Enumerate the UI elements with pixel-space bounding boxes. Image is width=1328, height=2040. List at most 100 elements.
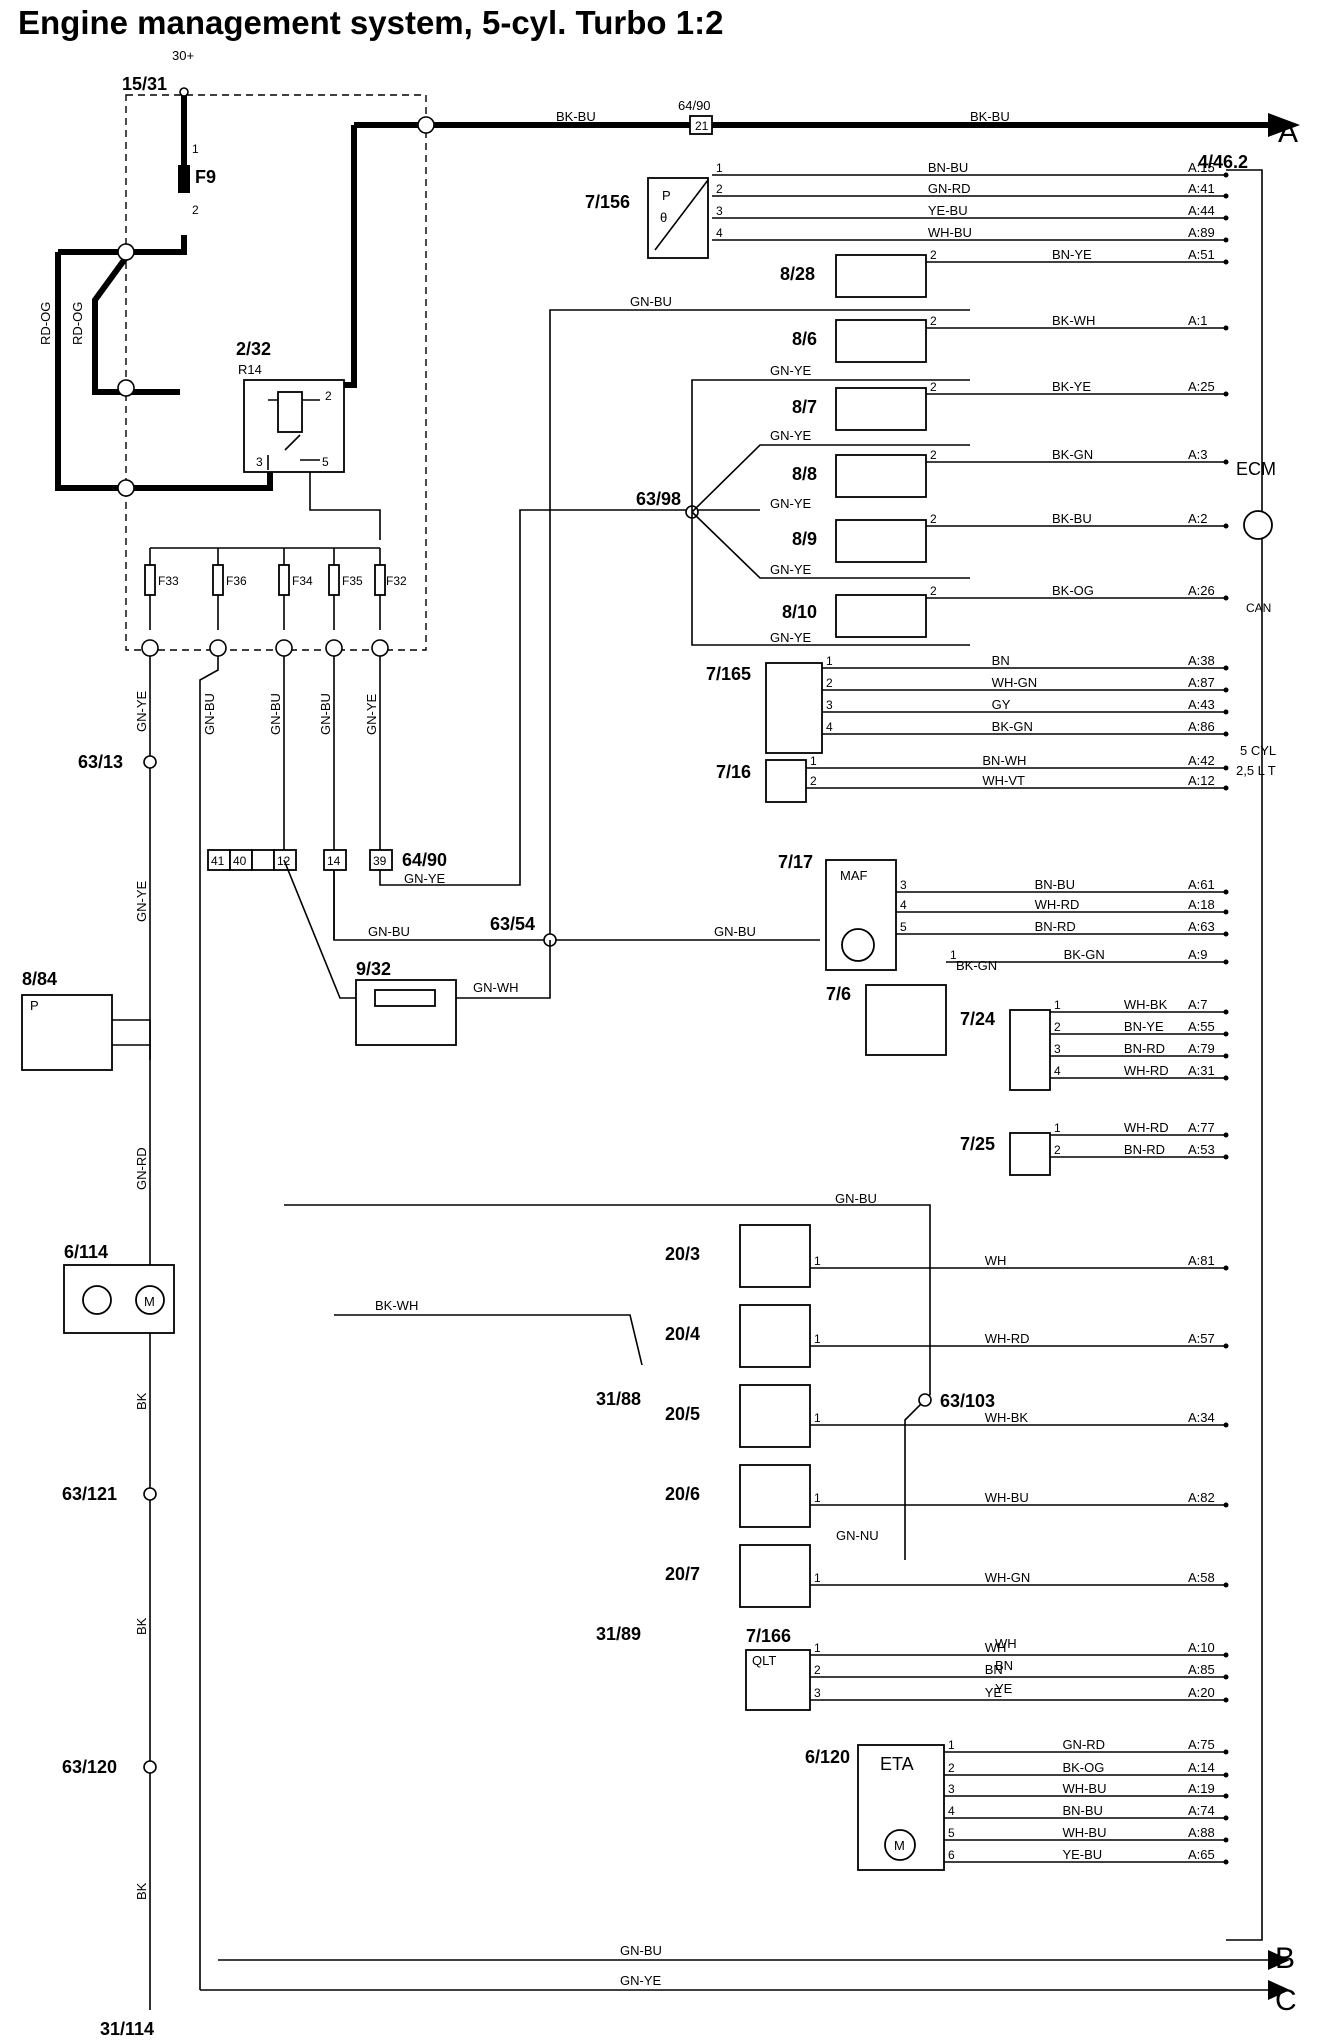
ecm-wire-label-9: BK-OG bbox=[1052, 583, 1094, 598]
svg-text:8/10: 8/10 bbox=[782, 602, 817, 622]
ecm-pin-number-17: 4 bbox=[900, 898, 907, 912]
svg-text:YE: YE bbox=[995, 1681, 1013, 1696]
ecm-pin-label-17: A:18 bbox=[1188, 897, 1215, 912]
ecm-wire-label-21: BN-YE bbox=[1124, 1019, 1164, 1034]
svg-text:31/89: 31/89 bbox=[596, 1624, 641, 1644]
ecm-pin-label-6: A:25 bbox=[1188, 379, 1215, 394]
ecm-pin-number-33: 3 bbox=[814, 1686, 821, 1700]
ecm-pin-dot-23 bbox=[1223, 1075, 1229, 1081]
svg-text:8/9: 8/9 bbox=[792, 529, 817, 549]
fusebox-outline bbox=[125, 94, 427, 651]
svg-text:GN-BU: GN-BU bbox=[620, 1943, 662, 1958]
svg-text:GN-RD: GN-RD bbox=[134, 1147, 149, 1190]
ecm-pin-label-8: A:2 bbox=[1188, 511, 1208, 526]
svg-text:7/16: 7/16 bbox=[716, 762, 751, 782]
ecm-wire-label-16: BN-BU bbox=[1035, 877, 1075, 892]
sensor-7-156: 7/156 P θ bbox=[585, 177, 709, 259]
ecm-pin-dot-2 bbox=[1223, 215, 1229, 221]
svg-text:7/156: 7/156 bbox=[585, 192, 630, 212]
svg-text:BK: BK bbox=[134, 1882, 149, 1900]
ecm-pin-dot-39 bbox=[1223, 1859, 1229, 1865]
svg-text:MAF: MAF bbox=[840, 868, 868, 883]
ecm-wire-label-29: WH-BU bbox=[985, 1490, 1029, 1505]
svg-text:GN-YE: GN-YE bbox=[364, 694, 379, 736]
svg-text:GN-YE: GN-YE bbox=[770, 562, 812, 577]
ecm-pin-number-5: 2 bbox=[930, 314, 937, 328]
ecm-wire-label-35: BK-OG bbox=[1062, 1760, 1104, 1775]
wire-label-bk-bu-2: BK-BU bbox=[970, 109, 1010, 124]
svg-text:20/6: 20/6 bbox=[665, 1484, 700, 1504]
svg-text:63/103: 63/103 bbox=[940, 1391, 995, 1411]
ecm-wire-label-8: BK-BU bbox=[1052, 511, 1092, 526]
injector-8-7: 8/7 bbox=[792, 387, 927, 431]
svg-text:F33: F33 bbox=[158, 574, 179, 588]
svg-text:63/54: 63/54 bbox=[490, 914, 535, 934]
svg-text:CAN: CAN bbox=[1246, 601, 1271, 615]
connector-64-90-label: 64/90 bbox=[678, 98, 711, 113]
ecm-wire-label-12: GY bbox=[992, 697, 1011, 712]
ecm-pin-label-37: A:74 bbox=[1188, 1803, 1215, 1818]
fuse-f34: F34 bbox=[278, 548, 313, 630]
ecm-pin-number-21: 2 bbox=[1054, 1020, 1061, 1034]
ecm-pin-label-5: A:1 bbox=[1188, 313, 1208, 328]
ecm-wire-label-11: WH-GN bbox=[992, 675, 1037, 690]
svg-text:8/8: 8/8 bbox=[792, 464, 817, 484]
svg-text:M: M bbox=[144, 1294, 155, 1309]
ecm-pin-number-29: 1 bbox=[814, 1491, 821, 1505]
sensor-7-166: 7/166 QLT bbox=[745, 1626, 811, 1711]
ecm-pin-dot-22 bbox=[1223, 1053, 1229, 1059]
svg-text:20/4: 20/4 bbox=[665, 1324, 700, 1344]
sensor-7-16: 7/16 bbox=[716, 759, 807, 803]
ecm-pin-label-3: A:89 bbox=[1188, 225, 1215, 240]
svg-text:C: C bbox=[1275, 1984, 1297, 2017]
svg-text:M: M bbox=[894, 1838, 905, 1853]
ecm-pin-number-18: 5 bbox=[900, 920, 907, 934]
ecm-pin-label-11: A:87 bbox=[1188, 675, 1215, 690]
ecm-pin-dot-10 bbox=[1223, 665, 1229, 671]
switch-7-6: 7/6 bbox=[826, 984, 947, 1056]
svg-text:F36: F36 bbox=[226, 574, 247, 588]
ecm-pin-dot-18 bbox=[1223, 931, 1229, 937]
injector-8-10: 8/10 bbox=[782, 594, 927, 638]
svg-text:63/121: 63/121 bbox=[62, 1484, 117, 1504]
ecm-pin-dot-20 bbox=[1223, 1009, 1229, 1015]
ecm-pin-label-9: A:26 bbox=[1188, 583, 1215, 598]
sensor-9-32: 9/32 GN-WH bbox=[283, 859, 551, 1046]
svg-text:4/46.2: 4/46.2 bbox=[1198, 152, 1248, 172]
ecm-pin-dot-26 bbox=[1223, 1265, 1229, 1271]
ecm-pin-label-10: A:38 bbox=[1188, 653, 1215, 668]
fuse-row: F33 F36 F34 F35 F32 bbox=[141, 547, 407, 657]
f9-label: F9 bbox=[195, 167, 216, 187]
ecm-wire-label-37: BN-BU bbox=[1062, 1803, 1102, 1818]
ecm-pin-number-37: 4 bbox=[948, 1804, 955, 1818]
f9-fuse-body bbox=[178, 165, 190, 193]
svg-text:GN-WH: GN-WH bbox=[473, 980, 519, 995]
ecm-pin-number-16: 3 bbox=[900, 878, 907, 892]
svg-text:63/120: 63/120 bbox=[62, 1757, 117, 1777]
ecm-wire-label-32: BN bbox=[985, 1662, 1003, 1677]
relay-2-32-label: 2/32 bbox=[236, 339, 271, 359]
svg-text:41: 41 bbox=[211, 854, 225, 868]
ecm-pin-dot-35 bbox=[1223, 1772, 1229, 1778]
svg-text:5 CYL: 5 CYL bbox=[1240, 743, 1276, 758]
ecm-pin-number-19: 1 bbox=[950, 948, 957, 962]
ecm-wire-label-34: GN-RD bbox=[1062, 1737, 1105, 1752]
ecm-pin-dot-6 bbox=[1223, 391, 1229, 397]
ecm-pin-dot-19 bbox=[1223, 959, 1229, 965]
ecm-wire-label-13: BK-GN bbox=[992, 719, 1033, 734]
ecm-pin-label-13: A:86 bbox=[1188, 719, 1215, 734]
ecm-pin-dot-25 bbox=[1223, 1154, 1229, 1160]
ecm-pin-number-34: 1 bbox=[948, 1738, 955, 1752]
ecm-pin-dot-38 bbox=[1223, 1837, 1229, 1843]
ecm-pin-number-9: 2 bbox=[930, 584, 937, 598]
svg-text:7/17: 7/17 bbox=[778, 852, 813, 872]
ecm-pin-label-24: A:77 bbox=[1188, 1120, 1215, 1135]
ecm-pin-number-22: 3 bbox=[1054, 1042, 1061, 1056]
ecm-pin-label-20: A:7 bbox=[1188, 997, 1208, 1012]
injector-8-9: 8/9 bbox=[792, 519, 927, 563]
svg-text:64/90: 64/90 bbox=[402, 850, 447, 870]
arrow-a-head bbox=[1268, 113, 1300, 137]
ecm-wire-label-6: BK-YE bbox=[1052, 379, 1091, 394]
svg-text:63/13: 63/13 bbox=[78, 752, 123, 772]
valve-8-84: 8/84 P bbox=[21, 969, 151, 1240]
